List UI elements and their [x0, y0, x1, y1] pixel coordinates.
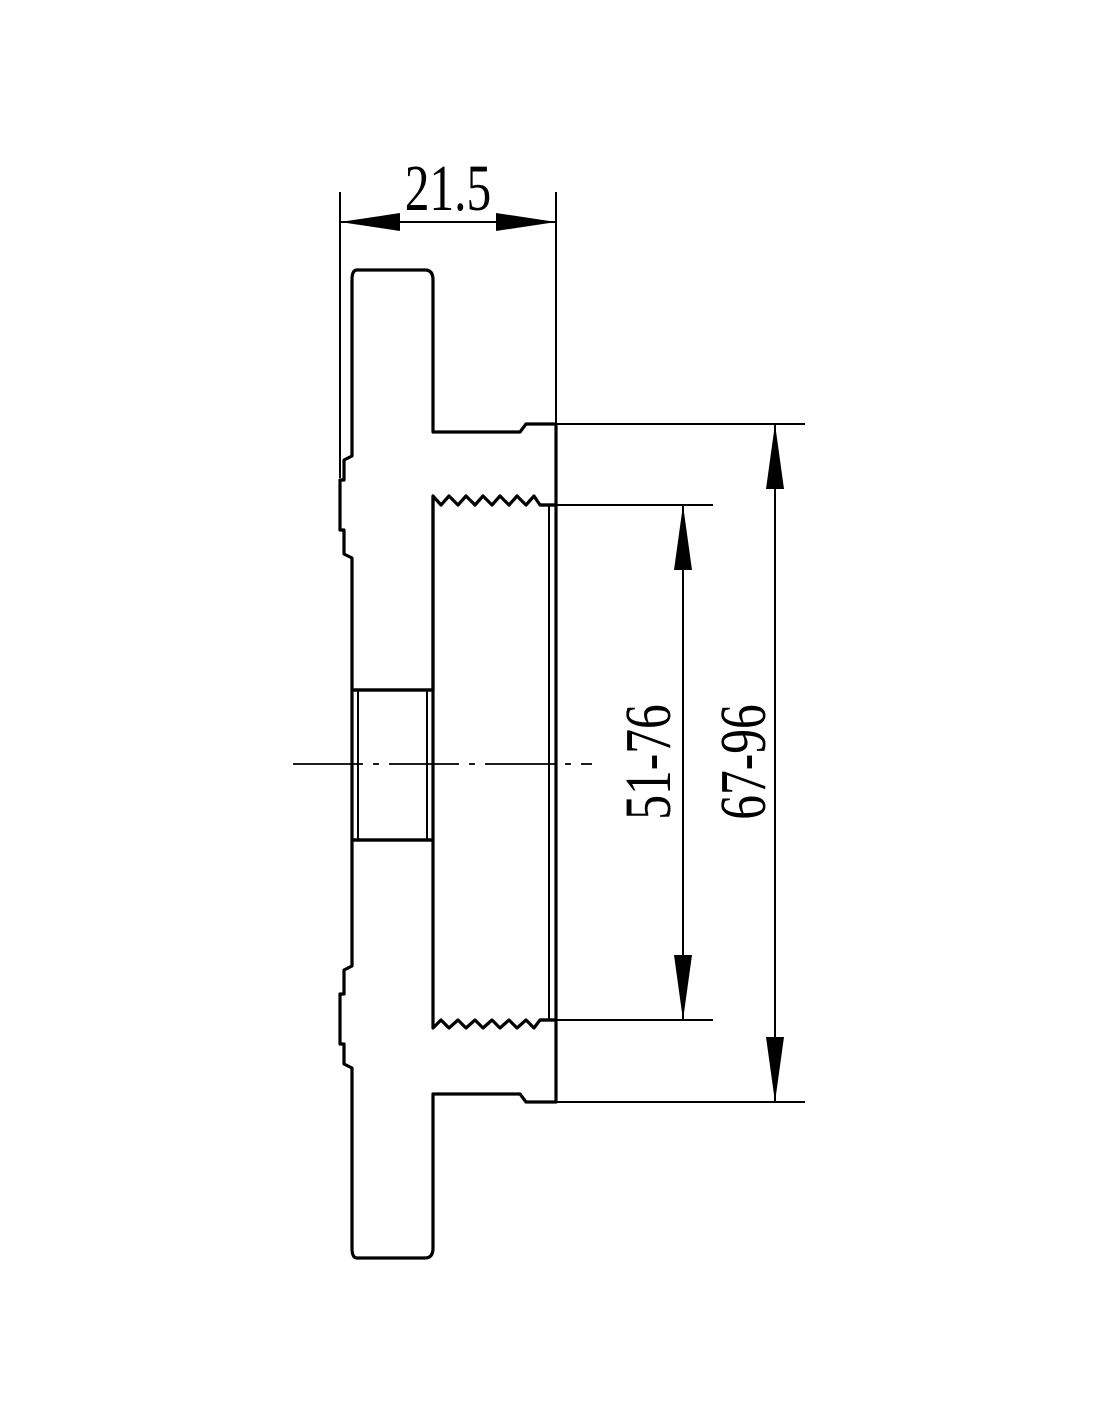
- section-top: [338, 268, 558, 692]
- width-arrow-right: [496, 213, 556, 231]
- section-bottom: [338, 838, 558, 1260]
- inner-arrow-bottom: [674, 955, 692, 1020]
- outer-arrow-top: [766, 424, 784, 489]
- inner-diameter-label: 51-76: [611, 704, 685, 819]
- width-dimension-label: 21.5: [405, 151, 492, 225]
- outer-arrow-bottom: [766, 1037, 784, 1102]
- inner-arrow-top: [674, 505, 692, 570]
- center-bore: [350, 688, 435, 842]
- outer-diameter-label: 67-96: [706, 704, 780, 819]
- width-arrow-left: [340, 213, 400, 231]
